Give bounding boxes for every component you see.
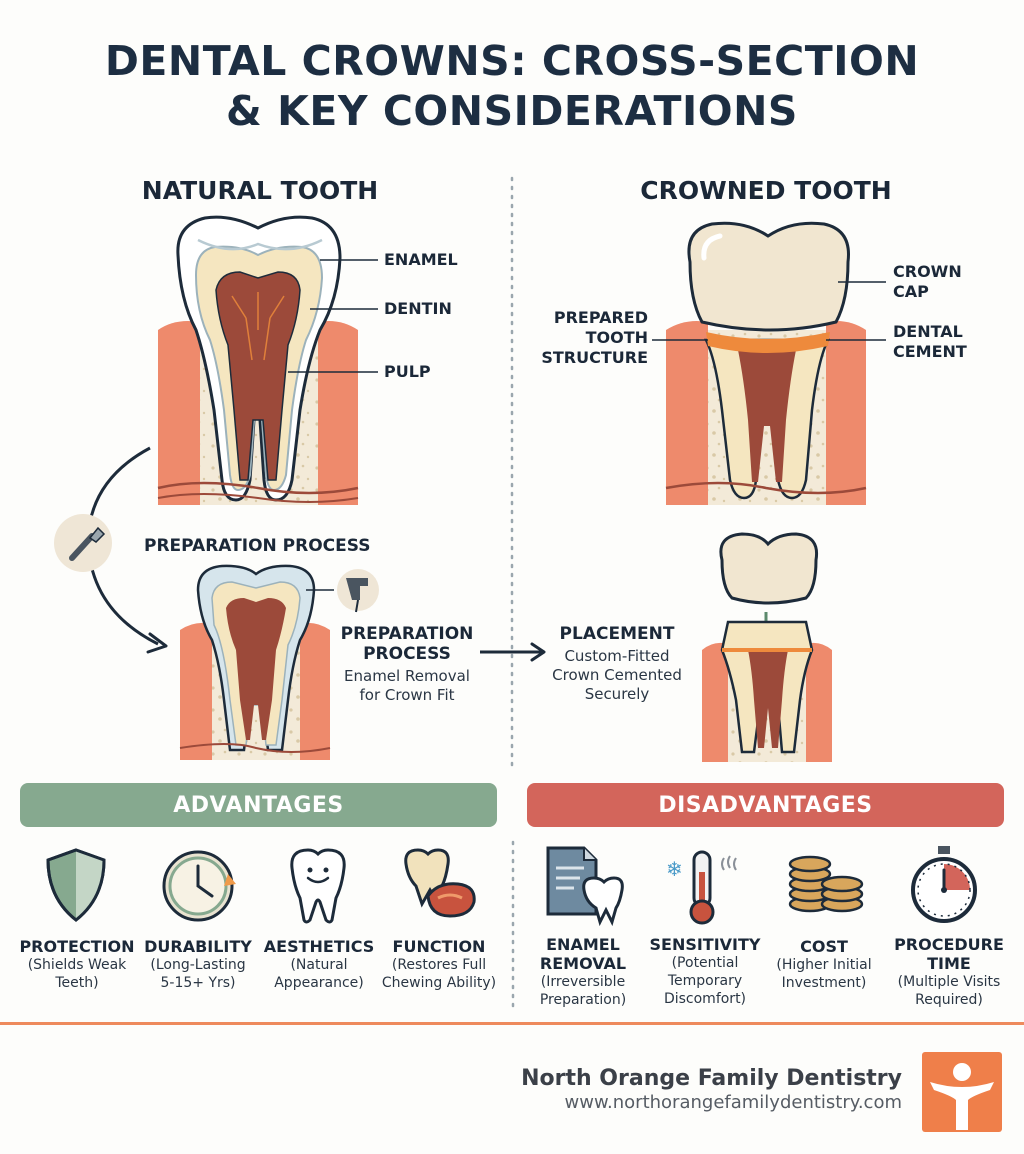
label-cement-line-2: CEMENT bbox=[893, 342, 967, 361]
item-desc-2: Investment) bbox=[781, 975, 867, 991]
disadvantage-cost: COST (Higher Initial Investment) bbox=[764, 937, 884, 992]
item-desc-2: 5-15+ Yrs) bbox=[160, 975, 236, 991]
item-desc-2: Appearance) bbox=[274, 975, 364, 991]
item-name-2: REMOVAL bbox=[539, 954, 627, 973]
advantage-durability: DURABILITY (Long-Lasting 5-15+ Yrs) bbox=[135, 937, 261, 992]
prep-desc-line-2: for Crown Fit bbox=[359, 686, 455, 704]
item-desc-2: Required) bbox=[915, 992, 983, 1008]
crowned-tooth-heading: CROWNED TOOTH bbox=[640, 176, 892, 205]
advantage-function: FUNCTION (Restores Full Chewing Ability) bbox=[374, 937, 504, 992]
prepared-tooth bbox=[179, 564, 334, 760]
disadvantage-sensitivity: SENSITIVITY (Potential Temporary Discomf… bbox=[642, 935, 768, 1008]
placement-step: PLACEMENT Custom-Fitted Crown Cemented S… bbox=[546, 624, 688, 704]
placement-title: PLACEMENT bbox=[559, 624, 675, 644]
disadvantage-enamel-removal: ENAMEL REMOVAL (Irreversible Preparation… bbox=[520, 935, 646, 1009]
footer-divider bbox=[0, 1022, 1024, 1025]
title-line-1: DENTAL CROWNS: CROSS-SECTION bbox=[104, 37, 920, 85]
item-desc-2: Teeth) bbox=[55, 975, 99, 991]
item-desc-2: Preparation) bbox=[539, 992, 627, 1008]
advantages-banner: ADVANTAGES bbox=[20, 783, 497, 827]
item-desc-1: (Multiple Visits bbox=[897, 974, 1001, 990]
item-name-1: PROCEDURE bbox=[894, 935, 1004, 954]
clock-icon bbox=[162, 850, 236, 922]
item-desc-1: (Potential bbox=[671, 955, 739, 971]
item-name: PROTECTION bbox=[19, 937, 135, 956]
item-desc-1: (Long-Lasting bbox=[150, 957, 246, 973]
smiling-tooth-icon bbox=[290, 848, 346, 924]
page-title: DENTAL CROWNS: CROSS-SECTION & KEY CONSI… bbox=[0, 36, 1024, 136]
prep-desc-line-1: Enamel Removal bbox=[344, 667, 470, 685]
crown-cap bbox=[687, 221, 850, 332]
preparation-step: PREPARATION PROCESS Enamel Removal for C… bbox=[336, 624, 478, 705]
item-name: DURABILITY bbox=[144, 937, 252, 956]
label-cement-line-1: DENTAL bbox=[893, 322, 963, 341]
label-prepared-tooth: PREPARED TOOTH STRUCTURE bbox=[540, 308, 648, 368]
thermometer-icon: ❄ bbox=[666, 850, 737, 925]
brand-name: North Orange Family Dentistry bbox=[521, 1066, 902, 1091]
item-desc-1: (Shields Weak bbox=[27, 957, 127, 973]
label-prepared-line-3: STRUCTURE bbox=[541, 348, 648, 367]
placement-illustration bbox=[702, 532, 832, 762]
item-name: AESTHETICS bbox=[263, 937, 375, 956]
disadvantages-banner: DISADVANTAGES bbox=[527, 783, 1004, 827]
label-prepared-line-2: TOOTH bbox=[585, 328, 648, 347]
advantage-protection: PROTECTION (Shields Weak Teeth) bbox=[14, 937, 140, 992]
title-line-2: & KEY CONSIDERATIONS bbox=[226, 87, 798, 135]
gum-left bbox=[158, 321, 200, 505]
natural-tooth-heading: NATURAL TOOTH bbox=[141, 176, 379, 205]
advantage-aesthetics: AESTHETICS (Natural Appearance) bbox=[256, 937, 382, 992]
drill-icon bbox=[69, 526, 106, 561]
pulp bbox=[215, 271, 301, 481]
item-desc-1: (Irreversible bbox=[540, 974, 626, 990]
handpiece-icon bbox=[346, 578, 368, 613]
brand-block: North Orange Family Dentistry www.northo… bbox=[521, 1066, 902, 1114]
label-enamel: ENAMEL bbox=[384, 250, 458, 269]
placement-desc-line-2: Crown Cemented bbox=[552, 666, 682, 684]
item-name-2: TIME bbox=[927, 954, 971, 973]
gum-right bbox=[318, 321, 358, 505]
coins-icon bbox=[788, 855, 864, 913]
label-dentin: DENTIN bbox=[384, 299, 452, 318]
item-desc-1: (Restores Full bbox=[391, 957, 487, 973]
item-name: FUNCTION bbox=[392, 937, 486, 956]
document-tooth-icon bbox=[546, 846, 624, 926]
label-pulp: PULP bbox=[384, 362, 431, 381]
item-desc-1: (Natural bbox=[290, 957, 348, 973]
chewing-icon bbox=[404, 848, 476, 918]
shield-icon bbox=[46, 848, 106, 922]
dental-cement bbox=[706, 332, 830, 353]
item-name-1: ENAMEL bbox=[546, 935, 620, 954]
preparation-process-heading: PREPARATION PROCESS bbox=[144, 536, 371, 556]
bottom-divider bbox=[511, 840, 515, 1014]
item-desc-1: (Higher Initial bbox=[776, 957, 872, 973]
cross-section-illustration bbox=[54, 176, 886, 767]
prep-title-line-2: PROCESS bbox=[363, 644, 451, 664]
placement-desc-line-1: Custom-Fitted bbox=[564, 647, 670, 665]
natural-tooth bbox=[157, 215, 378, 505]
item-desc-2: Temporary bbox=[667, 973, 743, 989]
label-crown-cap-line-1: CROWN bbox=[893, 262, 962, 281]
disadvantage-procedure-time: PROCEDURE TIME (Multiple Visits Required… bbox=[884, 935, 1014, 1009]
item-desc-3: Discomfort) bbox=[663, 991, 747, 1007]
crowned-tooth bbox=[652, 221, 886, 505]
item-name-1: COST bbox=[800, 937, 848, 956]
svg-text:❄: ❄ bbox=[666, 857, 683, 881]
item-desc-2: Chewing Ability) bbox=[381, 975, 497, 991]
item-name-1: SENSITIVITY bbox=[649, 935, 761, 954]
stopwatch-icon bbox=[911, 846, 977, 923]
label-crown-cap-line-2: CAP bbox=[893, 282, 929, 301]
person-logo-icon bbox=[930, 1063, 994, 1130]
label-prepared-line-1: PREPARED bbox=[553, 308, 648, 327]
prep-title-line-1: PREPARATION bbox=[340, 624, 474, 644]
floating-crown bbox=[719, 532, 819, 605]
brand-logo bbox=[922, 1052, 1002, 1132]
placement-desc-line-3: Securely bbox=[584, 685, 650, 703]
label-crown-cap: CROWN CAP bbox=[893, 262, 962, 302]
brand-url[interactable]: www.northorangefamilydentistry.com bbox=[564, 1092, 902, 1113]
label-dental-cement: DENTAL CEMENT bbox=[893, 322, 967, 362]
